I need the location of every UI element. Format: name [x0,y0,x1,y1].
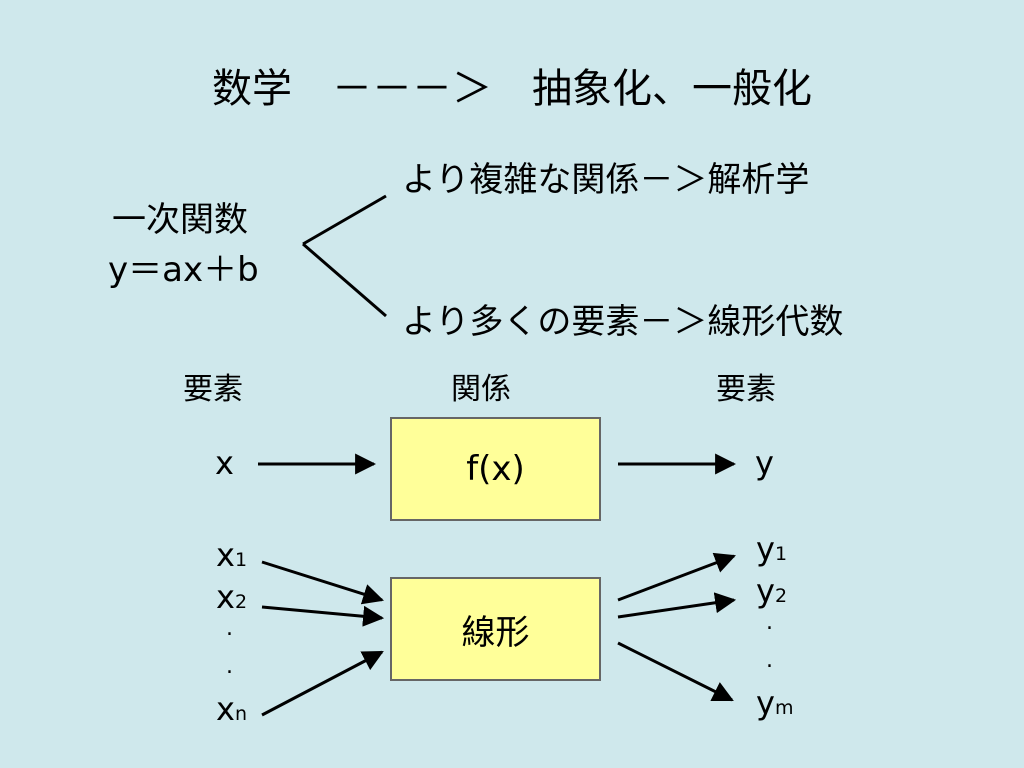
output-y1: y1 [756,530,788,568]
arrow-linear-to-y1 [617,552,736,602]
input-x: x [215,444,234,482]
heading-elements-left: 要素 [183,372,243,407]
linear-function-equation: y＝ax＋b [108,250,259,290]
output-y: y [755,444,774,482]
heading-relation: 関係 [451,372,511,407]
function-box-label: f(x) [466,449,525,489]
output-ym: ym [756,684,794,722]
function-box: f(x) [390,417,601,521]
branch-line-lower [302,242,387,318]
heading-elements-right: 要素 [716,372,776,407]
branch-linear-algebra: より多くの要素－＞線形代数 [402,302,844,342]
input-x2: x2 [216,578,248,616]
output-ellipsis-dot-2: . [766,648,773,673]
branch-line-upper [302,194,387,246]
branch-analysis: より複雑な関係－＞解析学 [402,160,810,200]
arrow-linear-to-ym [617,641,734,702]
arrow-x2-to-linear [261,605,385,627]
linear-box: 線形 [390,577,601,681]
input-xn: xn [216,690,247,728]
output-ellipsis-dot-1: . [766,610,773,635]
linear-box-label: 線形 [461,612,530,653]
slide-title: 数学 －－－＞ 抽象化、一般化 [212,66,812,112]
input-ellipsis-dot-2: . [226,654,233,679]
arrow-linear-to-y2 [617,592,737,619]
input-x1: x1 [216,536,248,574]
input-ellipsis-dot-1: . [226,616,233,641]
arrow-x1-to-linear [261,560,385,605]
linear-function-label: 一次関数 [112,200,248,240]
output-y2: y2 [756,572,788,610]
arrow-xn-to-linear [261,650,384,717]
